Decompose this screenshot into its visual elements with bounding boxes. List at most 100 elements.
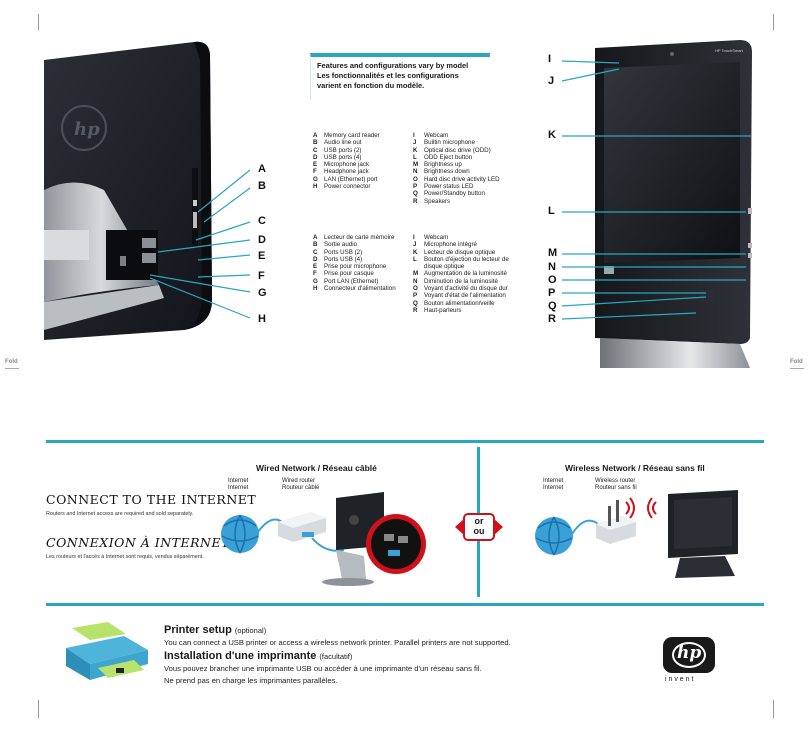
computer-front-illustration: HP TouchSmart (595, 40, 752, 368)
legend-key: I (413, 132, 415, 139)
legend-text: disque optique (424, 263, 465, 271)
wireless-router-label: Wireless router Routeur sans fil (595, 478, 637, 492)
rear-callout-lines (150, 169, 251, 319)
wired-internet-label: Internet Internet (228, 478, 248, 492)
legend-text: Augmentation de la luminosité (424, 270, 507, 278)
legend-key: M (413, 161, 419, 169)
callout-N: N (548, 261, 556, 273)
fold-line (5, 368, 19, 369)
wireless-router-en: Wireless router (595, 478, 636, 484)
printer-title-en-text: Printer setup (164, 624, 232, 636)
legend-row: H Connecteur d'alimentation (313, 285, 413, 292)
legend-key: G (313, 277, 318, 285)
legend-key: A (313, 234, 318, 241)
legend-key: P (413, 292, 418, 300)
legend-key: H (313, 285, 318, 293)
callout-E: E (258, 250, 266, 262)
legend-key: Q (413, 299, 418, 307)
callout-F: F (258, 270, 265, 282)
printer-optional-fr: (facultatif) (319, 652, 353, 661)
legend-text: Webcam (424, 234, 449, 241)
wireless-internet-label: Internet Internet (543, 478, 563, 492)
legend-text: Power connector (324, 183, 371, 191)
legend-text: Voyant d'activité du disque dur (424, 285, 508, 293)
printer-body-fr2: Ne prend pas en charge les imprimantes p… (164, 676, 338, 685)
callout-M: M (548, 247, 558, 259)
legend-key: B (313, 241, 318, 249)
legend-text: ODD Eject button (424, 153, 473, 161)
legend-key: C (313, 146, 318, 154)
legend-key: L (413, 153, 417, 161)
legend-key: C (313, 248, 318, 256)
callout-A: A (258, 163, 266, 175)
callout-O: O (548, 274, 557, 286)
legend-row: C Ports USB (2) (313, 249, 413, 256)
legend-text: USB ports (4) (324, 153, 362, 161)
hp-logo-text: hp (677, 643, 702, 663)
legend-key: N (413, 168, 418, 176)
legend-text: Connecteur d'alimentation (324, 285, 396, 293)
legend-text: Lecteur de carte mémoire (324, 234, 395, 241)
legend-text: Prise pour microphone (324, 263, 387, 271)
fold-label-left: Fold (5, 359, 18, 365)
printer-body-en: You can connect a USB printer or access … (164, 638, 511, 647)
legend-key: A (313, 132, 318, 139)
connect-title-en: CONNECT TO THE INTERNET (46, 492, 257, 507)
legend-text: Voyant d'état de l'alimentation (424, 292, 506, 300)
hp-logo-ring (672, 642, 706, 668)
wired-router-label: Wired router Routeur câblé (282, 478, 319, 492)
callout-G: G (258, 287, 267, 299)
fold-label-right: Fold (790, 359, 803, 365)
wired-title: Wired Network / Réseau câblé (256, 463, 377, 473)
legend-row: L ODD Eject button (413, 154, 523, 161)
wired-internet-en: Internet (228, 478, 249, 484)
wired-internet-fr: Internet (228, 485, 249, 491)
printer-body-fr1: Vous pouvez brancher une imprimante USB … (164, 664, 482, 673)
or-fr: ou (473, 526, 485, 536)
legend-text: Power/Standby button (424, 190, 485, 198)
legend-key: N (413, 277, 418, 285)
or-badge: or ou (455, 512, 503, 542)
legend-text: Diminution de la luminosité (424, 277, 498, 285)
or-text: or ou (464, 516, 494, 536)
wired-router-en: Wired router (282, 478, 316, 484)
legend-text: Hard disc drive activity LED (424, 175, 500, 183)
screen-brand-text: HP TouchSmart (715, 48, 744, 53)
printer-optional-en: (optional) (234, 626, 267, 635)
legend-row: P Voyant d'état de l'alimentation (413, 292, 528, 299)
legend-row: N Diminution de la luminosité (413, 278, 528, 285)
or-arrows (455, 513, 503, 541)
callout-Q: Q (548, 300, 557, 312)
legend-text: Ports USB (2) (324, 248, 363, 256)
features-note-line: Features and configurations vary by mode… (317, 61, 469, 70)
printer-title-fr-text: Installation d'une imprimante (164, 650, 317, 662)
legend-row: disque optique (413, 263, 528, 270)
printer-illustration (66, 622, 148, 680)
wireless-internet-fr: Internet (543, 485, 564, 491)
legend-text: Microphone intégré (424, 241, 477, 249)
legend-text: Microphone jack (324, 161, 370, 169)
legend-text: Audio line out (324, 139, 362, 147)
features-note-line: Les fonctionnalités et les configuration… (317, 71, 459, 80)
printer-title-en: Printer setup (optional) (164, 624, 266, 636)
fold-line (790, 368, 804, 369)
legend-key: E (313, 263, 318, 271)
legend-text: Power status LED (424, 183, 474, 191)
legend-key: O (413, 175, 418, 183)
